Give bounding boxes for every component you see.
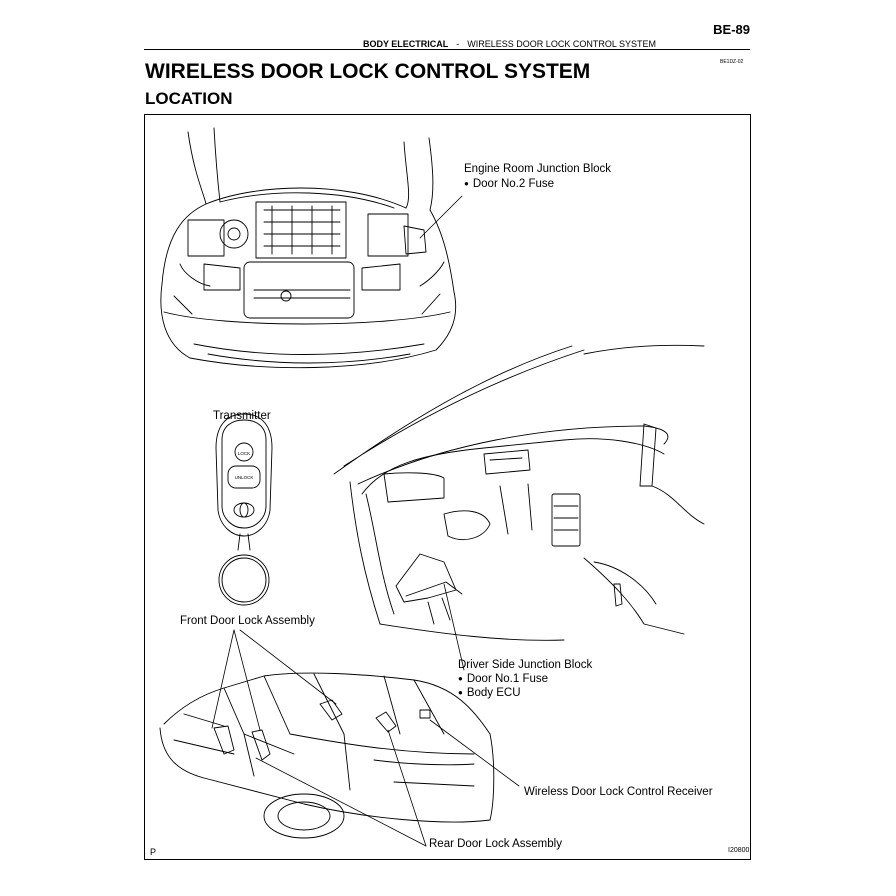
label-wireless-receiver: Wireless Door Lock Control Receiver bbox=[524, 786, 713, 798]
label-door-no1-fuse: Door No.1 Fuse bbox=[458, 672, 548, 687]
section-subtitle: LOCATION bbox=[145, 89, 233, 108]
page-number: BE-89 bbox=[713, 22, 750, 37]
transmitter-drawing bbox=[215, 413, 273, 606]
corner-mark: P bbox=[150, 847, 157, 857]
figure-code: I20800 bbox=[728, 847, 750, 854]
header-rule bbox=[144, 49, 750, 50]
location-illustration: LOCK UNLOCK bbox=[159, 127, 705, 847]
unlock-button-text: UNLOCK bbox=[235, 475, 254, 480]
label-rear-door-lock-assembly: Rear Door Lock Assembly bbox=[429, 838, 562, 850]
running-header: BODY ELECTRICAL-WIRELESS DOOR LOCK CONTR… bbox=[363, 39, 656, 49]
label-door-no2-fuse: Door No.2 Fuse bbox=[464, 177, 554, 192]
figure-frame bbox=[144, 114, 751, 860]
header-topic: WIRELESS DOOR LOCK CONTROL SYSTEM bbox=[467, 39, 656, 49]
doc-code: BE1DZ-02 bbox=[720, 59, 744, 65]
lock-button-text: LOCK bbox=[238, 451, 250, 456]
label-front-door-lock-assembly: Front Door Lock Assembly bbox=[180, 615, 315, 627]
dashboard-drawing bbox=[333, 344, 705, 641]
label-body-ecu: Body ECU bbox=[458, 686, 521, 701]
engine-bay-drawing bbox=[160, 127, 457, 369]
car-body-drawing bbox=[159, 672, 495, 839]
header-separator: - bbox=[456, 39, 460, 49]
label-engine-room-junction-block: Engine Room Junction Block bbox=[464, 163, 612, 175]
document-title: WIRELESS DOOR LOCK CONTROL SYSTEM bbox=[145, 60, 591, 83]
label-driver-side-junction-block: Driver Side Junction Block bbox=[458, 659, 593, 671]
label-transmitter: Transmitter bbox=[213, 410, 271, 422]
leader-lines bbox=[211, 195, 520, 847]
header-section: BODY ELECTRICAL bbox=[362, 39, 449, 49]
